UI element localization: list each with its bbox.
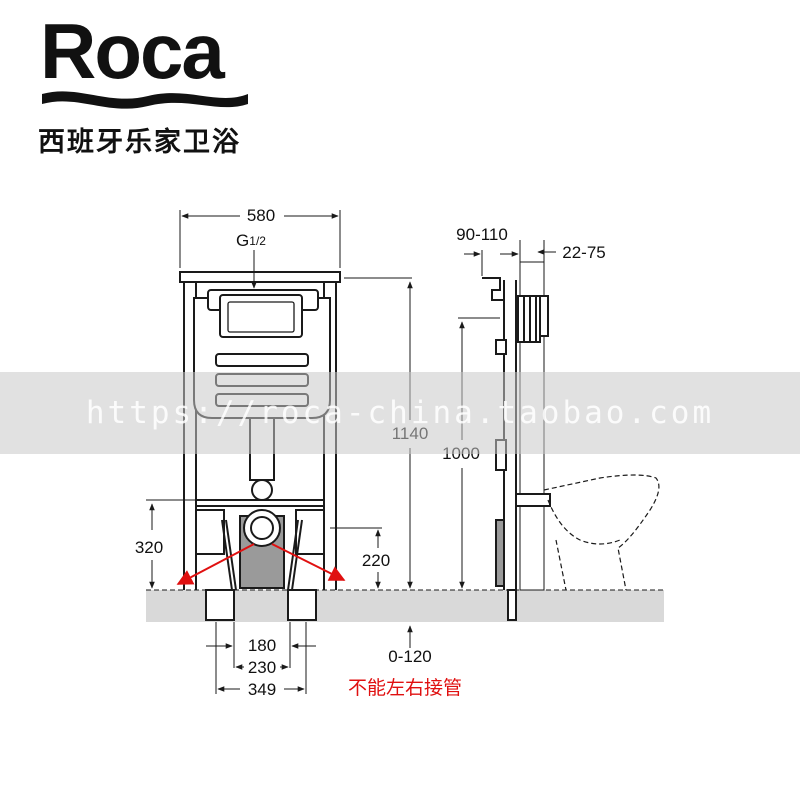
dim-leg-inner: 180: [248, 636, 276, 655]
front-dimensions: [146, 210, 413, 694]
dim-wall-offset: 22-75: [562, 243, 605, 262]
warning-arrow-right: [271, 543, 346, 581]
brand-subtitle: 西班牙乐家卫浴: [38, 127, 241, 158]
watermark-text: https://roca-china.taobao.com: [85, 395, 715, 431]
warning-note: 不能左右接管: [348, 677, 462, 699]
svg-text:Roca: Roca: [40, 14, 225, 95]
roca-logo: Roca: [40, 14, 248, 109]
dim-depth-bracket: 90-110: [456, 225, 508, 244]
dim-left-height: 320: [135, 538, 163, 557]
dim-floor-adjust: 0-120: [388, 647, 431, 666]
watermark-band: [0, 372, 800, 454]
dim-leg-mid: 230: [248, 658, 276, 677]
toilet-outline: [543, 474, 660, 591]
dim-leg-outer: 349: [248, 680, 276, 699]
dim-inlet: G1/2: [236, 231, 266, 250]
dim-width: 580: [247, 206, 275, 225]
dim-drain-height: 220: [362, 551, 390, 570]
warning-arrow-left: [176, 543, 255, 585]
